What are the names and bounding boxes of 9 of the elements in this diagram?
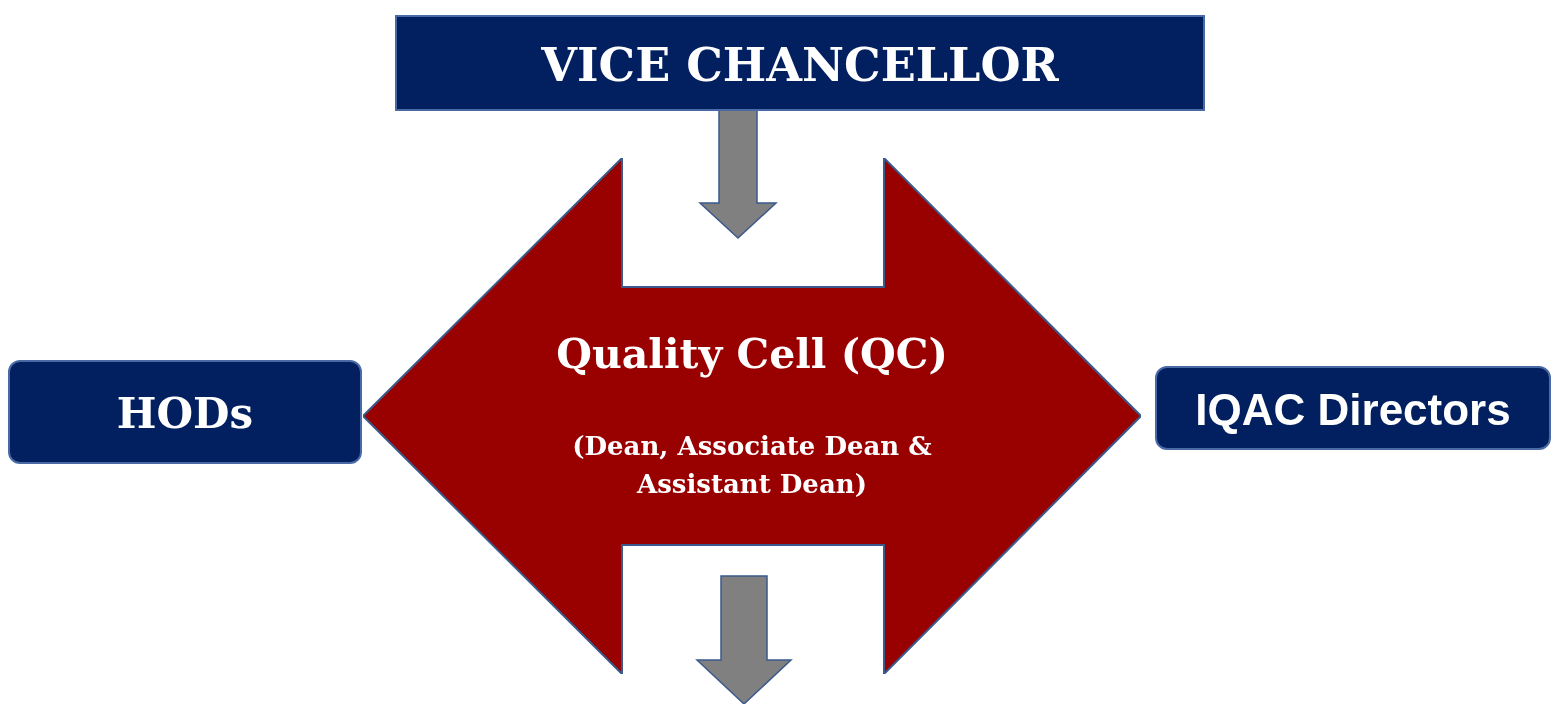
member-text: (Dean, Associate Dean & Assistant Dean) [571,430,933,501]
heading-text: Quality Cell (QC) [556,329,948,381]
role-text: IQAC Directors [1195,384,1511,437]
role-text: HODs [116,387,254,440]
title-box [395,15,1205,111]
role-box [8,360,362,464]
role-box [1155,366,1551,450]
title-text: VICE CHANCELLOR [541,36,1059,94]
block-arrow [695,575,793,704]
